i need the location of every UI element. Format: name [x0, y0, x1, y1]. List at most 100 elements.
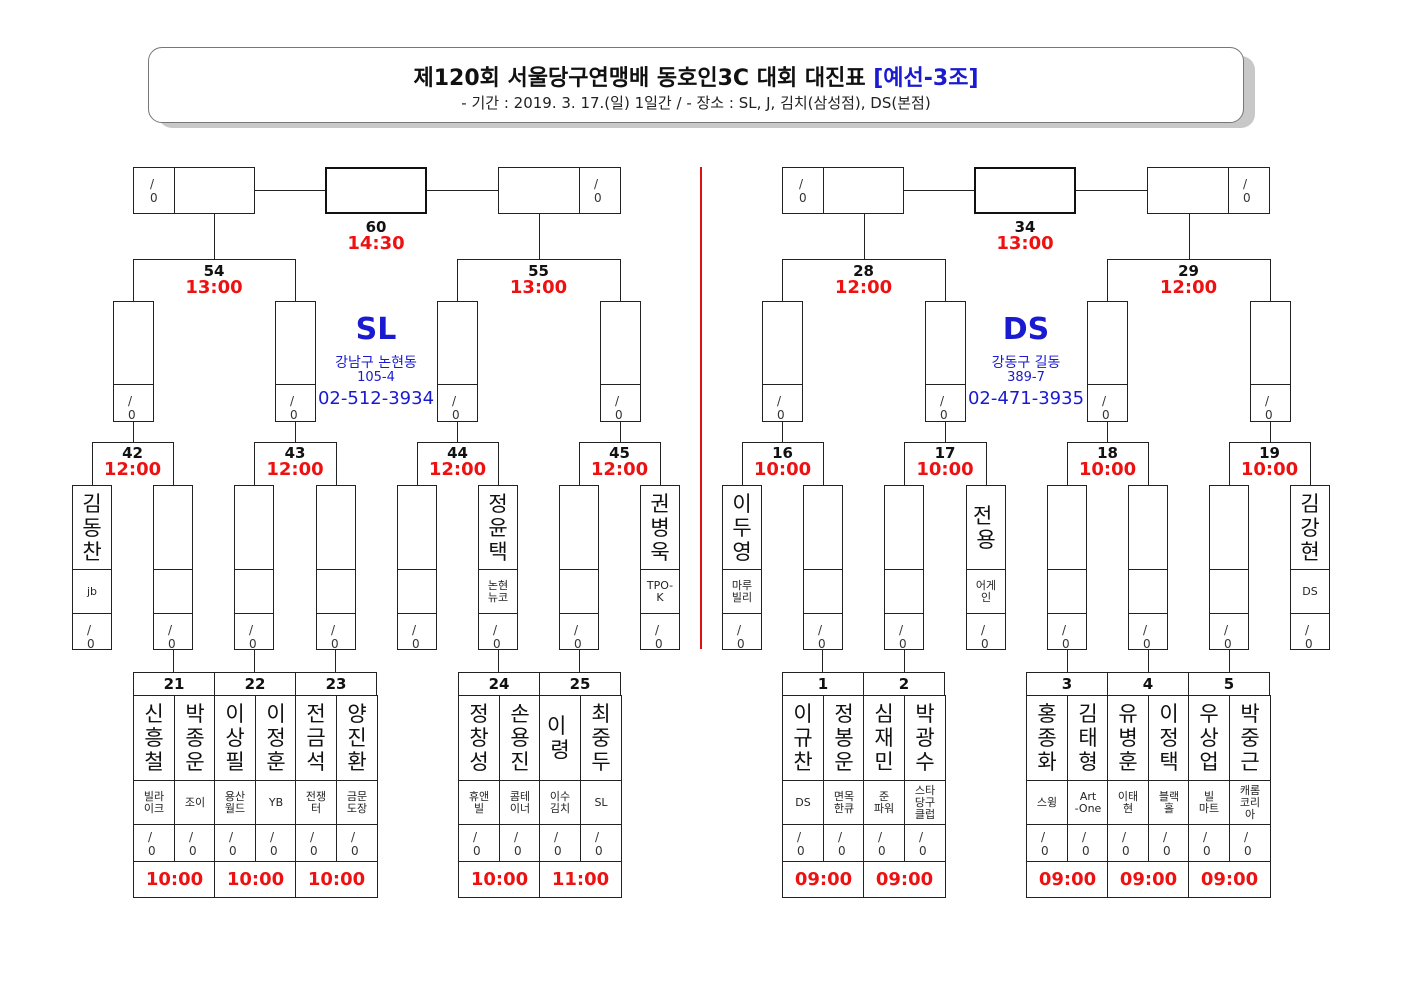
score-text: / 0: [493, 623, 501, 651]
club-name: DS: [1302, 584, 1318, 598]
bracket-line: [335, 650, 336, 672]
player-slot: [1087, 301, 1128, 385]
match-number: 2: [898, 675, 910, 693]
bracket-line: [92, 442, 174, 443]
score-cell: [559, 613, 599, 650]
bracket-line: [1229, 442, 1311, 443]
venue-code: DS: [1002, 312, 1050, 347]
match-time: 10:00: [470, 869, 529, 890]
player-name-cell: [1148, 695, 1190, 781]
score-cell: [1290, 613, 1330, 650]
match-number: 1: [817, 675, 829, 693]
bracket-line: [1148, 442, 1149, 485]
match-number: 55: [528, 262, 549, 280]
score-text: / 0: [1305, 623, 1313, 651]
player-slot: [762, 301, 803, 385]
match-number: 16: [772, 444, 793, 462]
bracket-line: [1189, 214, 1190, 259]
match-time: 09:00: [1119, 869, 1178, 890]
name-char: 병: [1118, 726, 1138, 750]
score-cell: [803, 613, 843, 650]
venue-address: 강동구 길동: [991, 355, 1061, 371]
bracket-line: [1270, 422, 1271, 442]
player-slot: [884, 485, 924, 570]
score-text: / 0: [615, 394, 623, 422]
name-char: 필: [225, 750, 245, 774]
score-text: / 0: [797, 830, 805, 858]
group-divider: [700, 167, 702, 649]
bracket-line: [742, 442, 824, 443]
final-slot: [974, 167, 1076, 214]
score-cell: [255, 824, 297, 862]
match-time-cell: [863, 861, 946, 898]
name-char: 철: [144, 750, 164, 774]
name-char: 전: [306, 702, 326, 726]
bracket-line: [904, 442, 987, 443]
club-name: 준 파워: [873, 789, 895, 815]
player-slot: [234, 485, 274, 570]
player-slot: [397, 485, 437, 570]
player-name-cell: [580, 695, 622, 781]
name-char: 심: [874, 702, 894, 726]
name-char: 봉: [834, 726, 854, 750]
bracket-line: [1148, 650, 1149, 672]
bracket-line: [1107, 259, 1108, 301]
score-text: / 0: [1143, 623, 1151, 651]
score-text: / 0: [229, 830, 237, 858]
club-name: jb: [86, 584, 98, 598]
player-slot: [600, 301, 641, 385]
score-cell: [966, 613, 1006, 650]
score-cell: [1188, 824, 1230, 862]
name-char: 운: [834, 750, 854, 774]
name-char: 양: [347, 702, 367, 726]
player-slot: [498, 167, 580, 214]
bracket-line: [782, 259, 946, 260]
match-time: 12:00: [1159, 277, 1218, 298]
name-char: 종: [185, 726, 205, 750]
match-number: 29: [1178, 262, 1199, 280]
player-slot: [925, 301, 966, 385]
match-number-cell: [214, 672, 296, 696]
score-cell: [397, 613, 437, 650]
score-cell: [295, 824, 337, 862]
match-time: 10:00: [1078, 459, 1137, 480]
name-char: 화: [1037, 750, 1057, 774]
club-cell: [72, 569, 112, 614]
match-time: 10:00: [307, 869, 366, 890]
club-cell: [1290, 569, 1330, 614]
score-text: / 0: [940, 394, 948, 422]
match-number: 43: [284, 444, 306, 462]
name-char: 욱: [650, 539, 670, 564]
score-cell: [437, 384, 478, 422]
name-char: 업: [1199, 750, 1219, 774]
player-name-cell: [904, 695, 946, 781]
match-time: 10:00: [1240, 459, 1299, 480]
bracket-line: [295, 259, 296, 301]
name-char: 이: [225, 702, 245, 726]
score-text: / 0: [878, 830, 886, 858]
score-cell: [133, 167, 175, 214]
player-slot: [437, 301, 478, 385]
score-cell: [153, 613, 193, 650]
club-cell: [1026, 780, 1068, 825]
bracket-line: [579, 650, 580, 672]
player-name-cell: [214, 695, 256, 781]
club-slot: [1209, 569, 1249, 614]
name-char: 정: [1159, 726, 1179, 750]
score-text: / 0: [412, 623, 420, 651]
score-text: / 0: [87, 623, 95, 651]
match-number: 23: [325, 675, 347, 693]
score-text: / 0: [331, 623, 339, 651]
match-time: 13:00: [185, 277, 243, 298]
score-cell: [640, 613, 680, 650]
title-text: 제120회 서울당구연맹배 동호인3C 대회 대진표: [413, 66, 866, 91]
match-number: 24: [488, 675, 510, 693]
score-text: / 0: [1244, 830, 1252, 858]
